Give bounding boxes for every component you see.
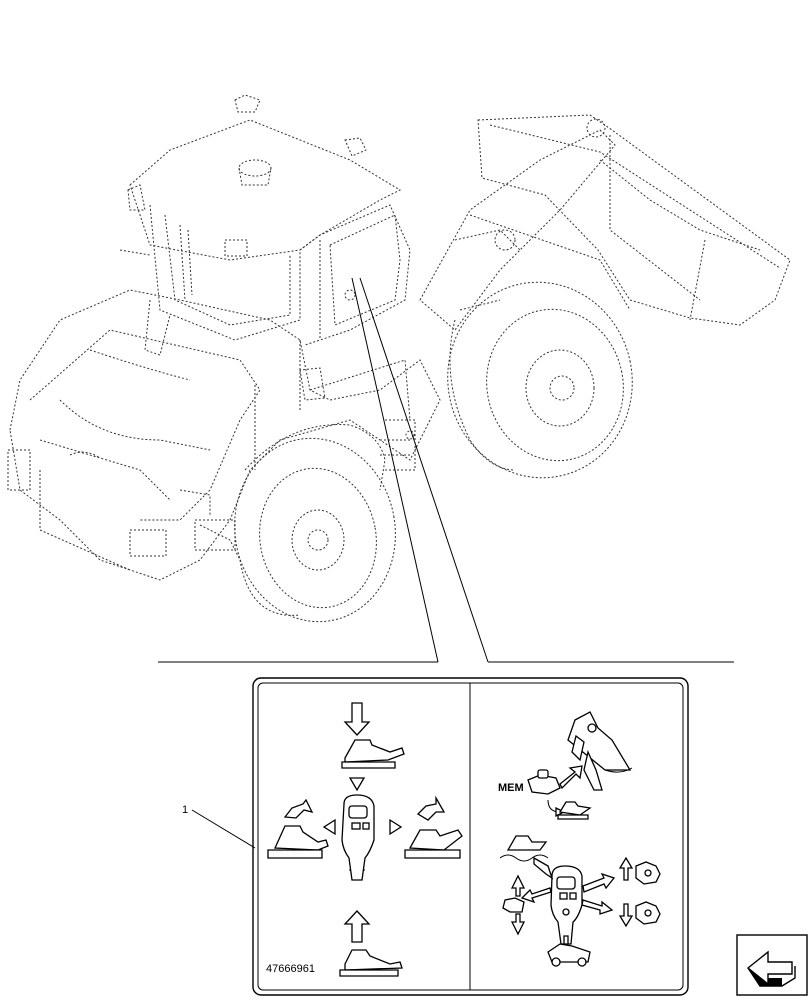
triangle-down-icon [348, 777, 366, 792]
joystick-detail-icon [550, 865, 583, 945]
callout-number: 1 [182, 804, 188, 816]
loader-arm-icon [567, 711, 633, 791]
memory-function-pictogram: MEM [498, 711, 661, 967]
callout-leader-line [191, 809, 256, 849]
aux-down-icon [618, 901, 661, 928]
ride-control-icon [547, 935, 591, 967]
operator-cab [119, 94, 411, 356]
triangle-right-icon [389, 818, 403, 836]
aux-up-icon [618, 856, 661, 885]
arrow-left-icon [520, 887, 552, 904]
rear-fender [244, 424, 386, 491]
decal-part-number: 47666961 [266, 963, 315, 975]
arrow-lower-right-icon [581, 899, 614, 915]
boom-raise-icon [341, 739, 405, 769]
memory-button-icon [527, 765, 583, 795]
down-arrow-icon [343, 702, 371, 736]
loader-bucket [477, 114, 791, 326]
boom-lower-icon [339, 949, 403, 977]
mem-label: MEM [498, 782, 524, 794]
wheel-loader-illustration [7, 94, 791, 663]
aux-lift-lower-icon [502, 874, 526, 936]
joystick-icon [341, 794, 375, 881]
triangle-left-icon [322, 818, 336, 836]
joystick-motion-pictogram [267, 702, 463, 977]
bucket-rollback-icon [267, 798, 329, 859]
bucket-dump-icon [404, 795, 463, 859]
decal-panel [252, 677, 689, 996]
leader-lines [158, 277, 734, 663]
float-position-icon [499, 835, 554, 880]
return-to-dig-icon [547, 799, 592, 820]
up-arrow-icon [343, 910, 371, 943]
front-wheel [447, 281, 633, 479]
access-steps [299, 367, 416, 471]
arrow-upper-right-icon [582, 872, 616, 893]
loader-boom-arm [419, 118, 631, 331]
loader-body [7, 289, 441, 581]
next-page-arrow-icon[interactable] [736, 934, 808, 996]
rear-wheel [234, 437, 396, 623]
